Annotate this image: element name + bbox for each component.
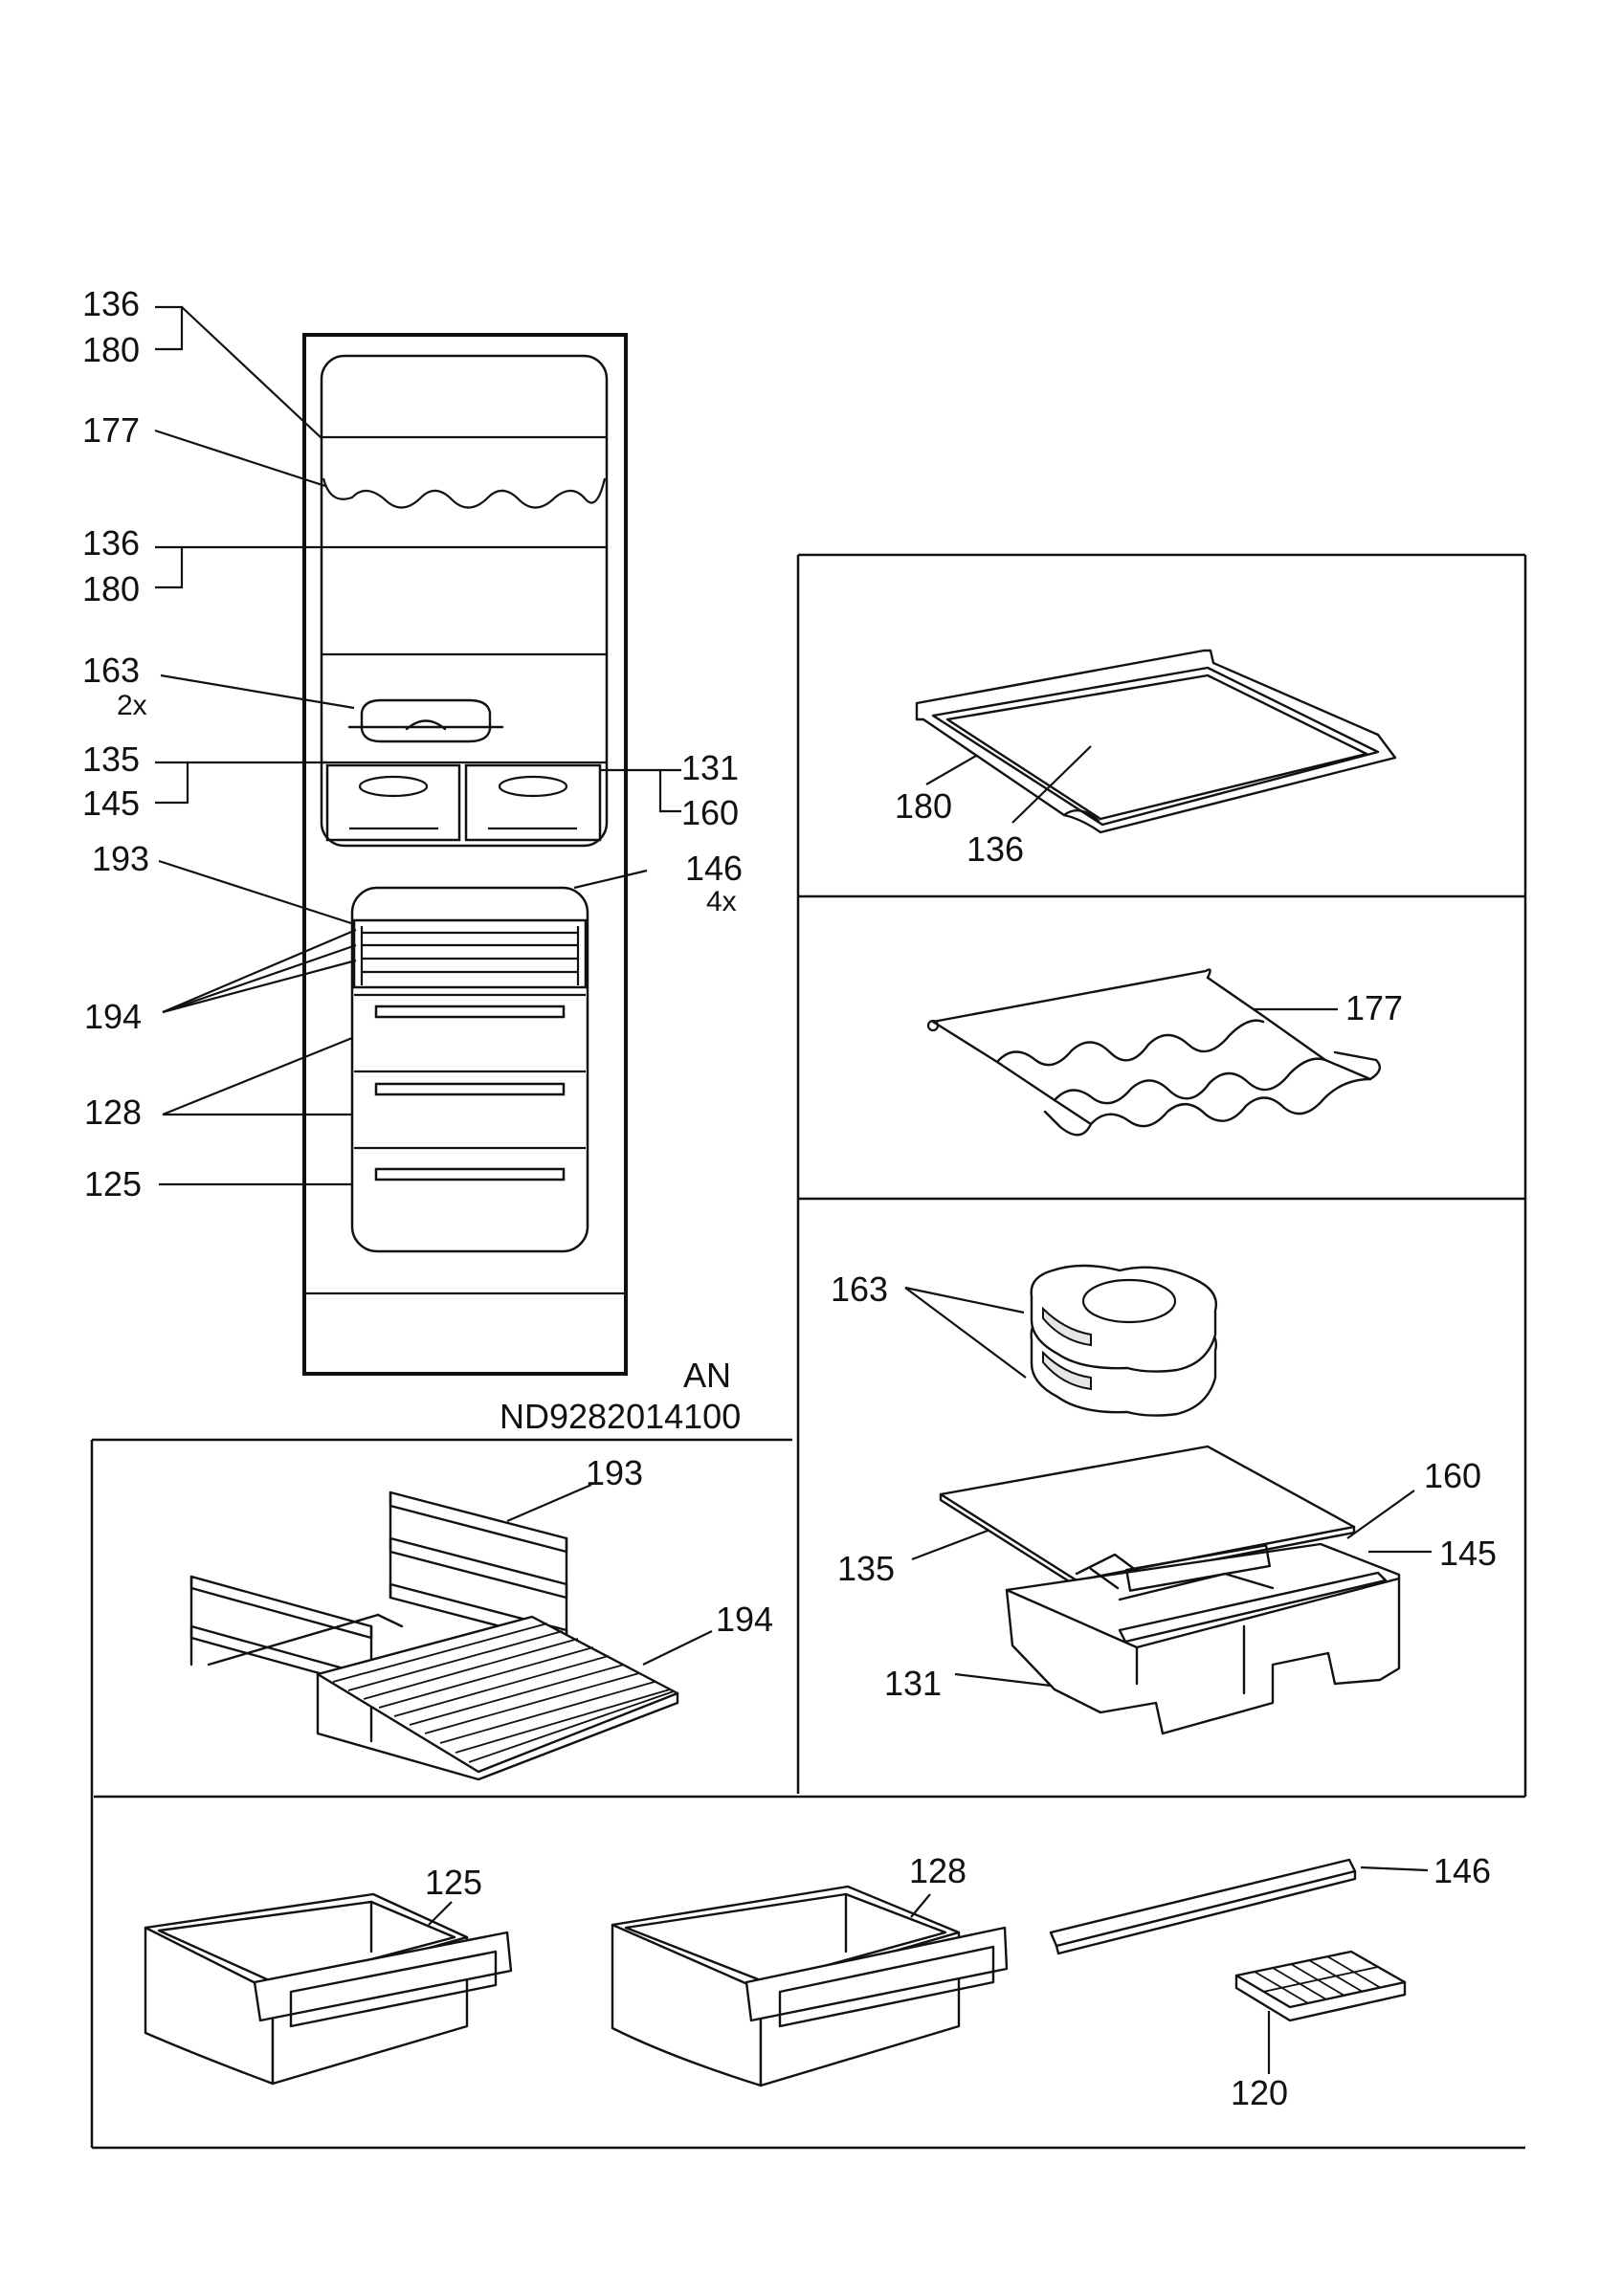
callout-193: 193: [92, 839, 149, 878]
accessories-callouts: 146 120: [1231, 1851, 1491, 2112]
rack-callout-177: 177: [1345, 988, 1403, 1027]
shelf-callout-136: 136: [967, 829, 1024, 869]
callout-146: 146: [685, 849, 743, 888]
basket-callout-194: 194: [716, 1600, 773, 1639]
drawer-callout-128: 128: [909, 1851, 967, 1890]
detail-frames: [90, 553, 1527, 2150]
assembly-callout-131: 131: [884, 1664, 942, 1703]
callout-136-upper: 136: [82, 284, 140, 323]
callout-135: 135: [82, 740, 140, 779]
basket-callout-193: 193: [586, 1453, 643, 1492]
callout-131: 131: [681, 748, 739, 787]
drawing-code: AN: [683, 1356, 731, 1395]
drawing-number: ND9282014100: [500, 1397, 741, 1436]
basket-detail: [189, 1483, 713, 1781]
callout-180-upper: 180: [82, 330, 140, 369]
shelf-detail: [915, 649, 1397, 834]
drawer-callout-125: 125: [425, 1863, 482, 1902]
assembly-callout-145: 145: [1439, 1534, 1497, 1573]
callout-163: 163: [82, 651, 140, 690]
callout-146-quantity: 4x: [706, 886, 737, 917]
callout-136-lower: 136: [82, 523, 140, 563]
assembly-callout-163: 163: [831, 1269, 888, 1309]
drawer-128-detail: [611, 1885, 1009, 2087]
accessories-detail: [1049, 1858, 1429, 2074]
drawer-125-detail: [144, 1892, 513, 2086]
cabinet-overview: [154, 305, 681, 1376]
callout-128: 128: [84, 1093, 142, 1132]
callout-163-quantity: 2x: [117, 690, 147, 721]
callout-125: 125: [84, 1164, 142, 1203]
shelf-callout-180: 180: [895, 786, 952, 826]
assembly-callout-160: 160: [1424, 1456, 1481, 1495]
accessory-callout-120: 120: [1231, 2073, 1288, 2112]
bottle-rack-detail: [926, 968, 1382, 1137]
callout-160: 160: [681, 793, 739, 832]
accessory-callout-146: 146: [1433, 1851, 1491, 1890]
callout-177: 177: [82, 410, 140, 450]
crisper-assembly-callouts: 163 160 135 145 131: [831, 1269, 1497, 1703]
callout-145: 145: [82, 784, 140, 823]
crisper-assembly-detail: [904, 1264, 1432, 1735]
basket-callouts: 193 194: [586, 1453, 773, 1639]
overview-callouts: 136 180 177 136 180 163 2x 135 145 131 1…: [82, 284, 743, 1436]
shelf-detail-callouts: 180 136: [895, 786, 1024, 869]
assembly-callout-135: 135: [837, 1549, 895, 1588]
callout-194: 194: [84, 997, 142, 1036]
callout-180-lower: 180: [82, 569, 140, 608]
